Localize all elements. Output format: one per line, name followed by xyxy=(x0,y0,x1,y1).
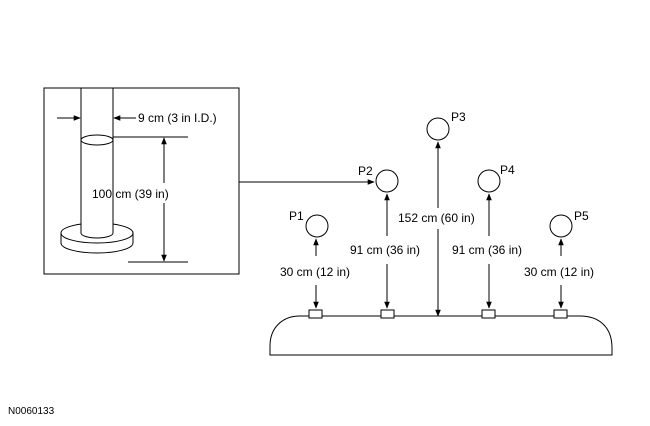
position-label-p2: P2 xyxy=(358,164,373,178)
position-marker-p3 xyxy=(426,117,450,141)
tube-detail-inset: 9 cm (3 in I.D.) 100 cm (39 in) xyxy=(43,87,240,275)
mount-block-p4 xyxy=(481,309,496,319)
inset-frame xyxy=(43,87,240,275)
position-label-p4: P4 xyxy=(500,163,515,177)
position-p2: P2 91 cm (36 in) xyxy=(350,164,420,309)
height-label-p1: 30 cm (12 in) xyxy=(280,265,350,279)
tube-height-dimension: 100 cm (39 in) xyxy=(92,136,188,263)
height-label-p4: 91 cm (36 in) xyxy=(452,243,522,257)
position-p1: P1 30 cm (12 in) xyxy=(280,209,350,309)
tube-height-label: 100 cm (39 in) xyxy=(92,187,169,201)
mount-block-p2 xyxy=(380,309,395,319)
position-label-p3: P3 xyxy=(451,110,466,124)
position-p3: P3 152 cm (60 in) xyxy=(398,110,475,317)
height-label-p3: 152 cm (60 in) xyxy=(398,211,475,225)
position-marker-p1 xyxy=(305,214,329,238)
mount-block-p5 xyxy=(553,309,568,319)
height-label-p2: 91 cm (36 in) xyxy=(350,243,420,257)
inner-diameter-dimension: 9 cm (3 in I.D.) xyxy=(57,111,217,125)
position-marker-p4 xyxy=(477,169,501,193)
position-marker-p2 xyxy=(375,169,399,193)
inner-diameter-label: 9 cm (3 in I.D.) xyxy=(138,111,217,125)
height-label-p5: 30 cm (12 in) xyxy=(524,265,594,279)
position-label-p1: P1 xyxy=(289,209,304,223)
tube-cylinder xyxy=(80,88,114,239)
seat-outline xyxy=(269,315,613,356)
figure-id: N0060133 xyxy=(8,406,55,417)
position-label-p5: P5 xyxy=(574,209,589,223)
position-p4: P4 91 cm (36 in) xyxy=(452,163,522,309)
position-marker-p5 xyxy=(549,214,573,238)
mount-block-p1 xyxy=(308,309,323,319)
position-p5: P5 30 cm (12 in) xyxy=(524,209,594,309)
